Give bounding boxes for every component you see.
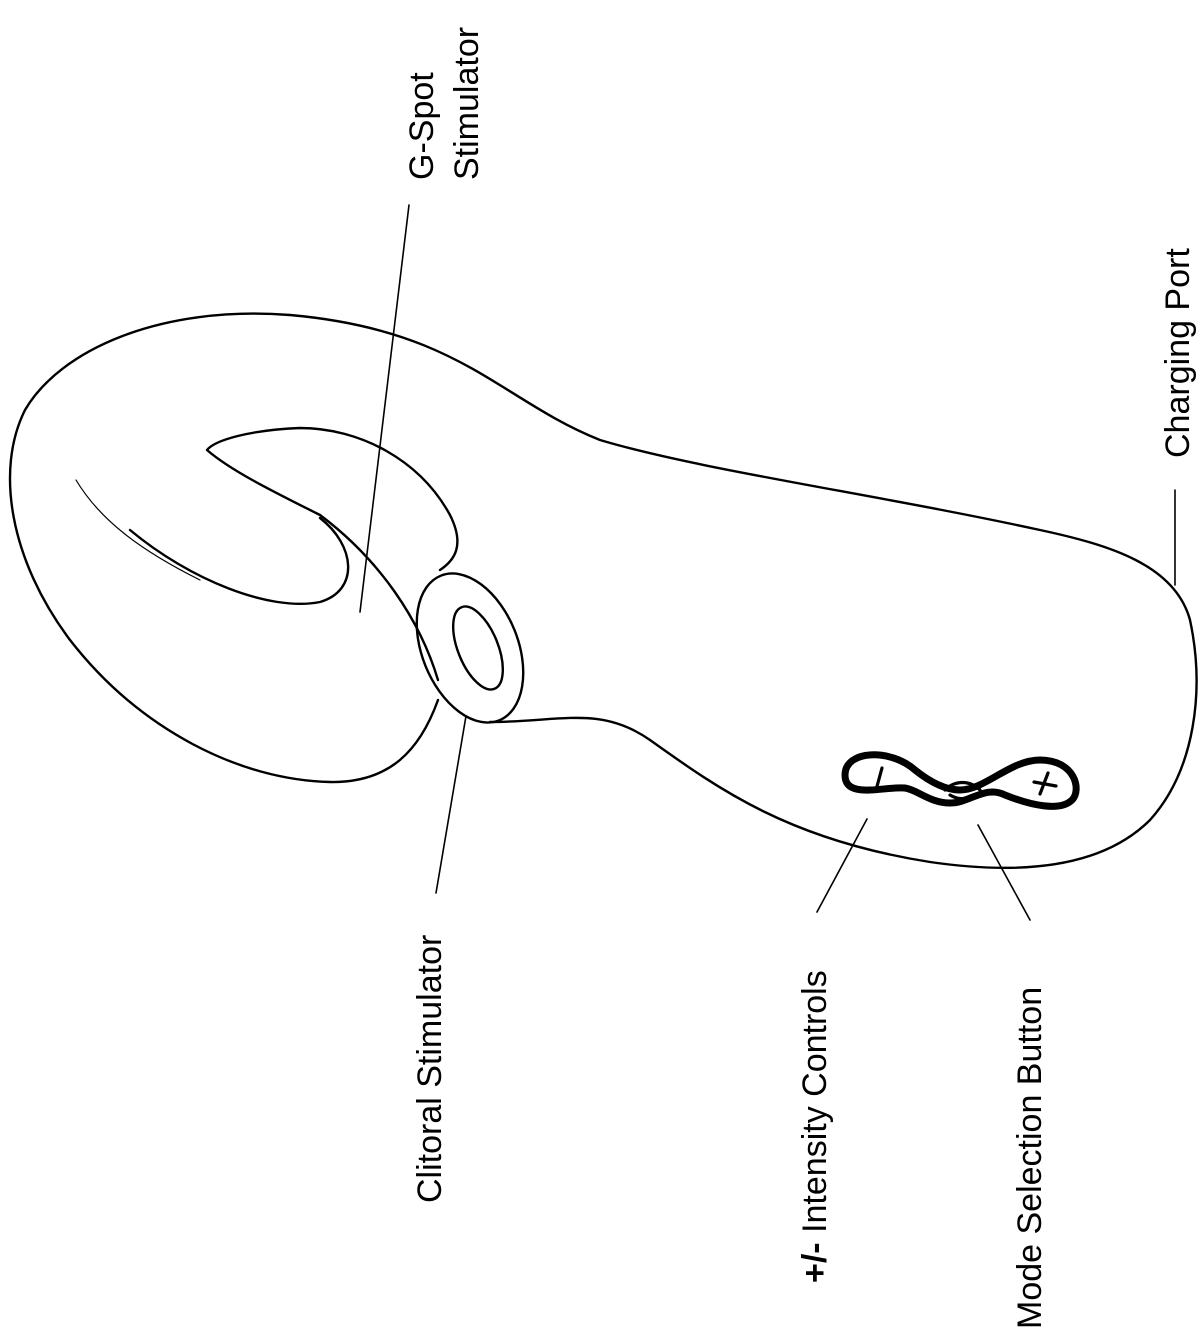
mode-selection-label: Mode Selection Button xyxy=(1011,987,1049,1329)
control-panel xyxy=(845,755,1076,807)
g-spot-label-line1: G-Spot xyxy=(403,72,441,180)
clitoral-stimulator-leader-line xyxy=(436,716,466,893)
g-spot-arm-outline xyxy=(207,428,457,680)
inner-fold-curve xyxy=(130,518,348,604)
charging-port-label: Charging Port xyxy=(1159,248,1197,458)
clitoral-stimulator-inner-ring xyxy=(443,600,513,697)
clitoral-stimulator-outer-ring xyxy=(396,558,543,739)
mode-selection-leader-line xyxy=(978,825,1030,920)
g-spot-leader-line xyxy=(360,205,409,612)
intensity-controls-label: +/- Intensity Controls xyxy=(796,970,834,1283)
clitoral-stimulator-label: Clitoral Stimulator xyxy=(411,935,449,1203)
intensity-symbol: +/- xyxy=(796,1242,834,1283)
intensity-text: Intensity Controls xyxy=(796,970,834,1242)
intensity-controls-leader-line xyxy=(817,819,867,912)
g-spot-label-line2: Stimulator xyxy=(448,27,486,180)
